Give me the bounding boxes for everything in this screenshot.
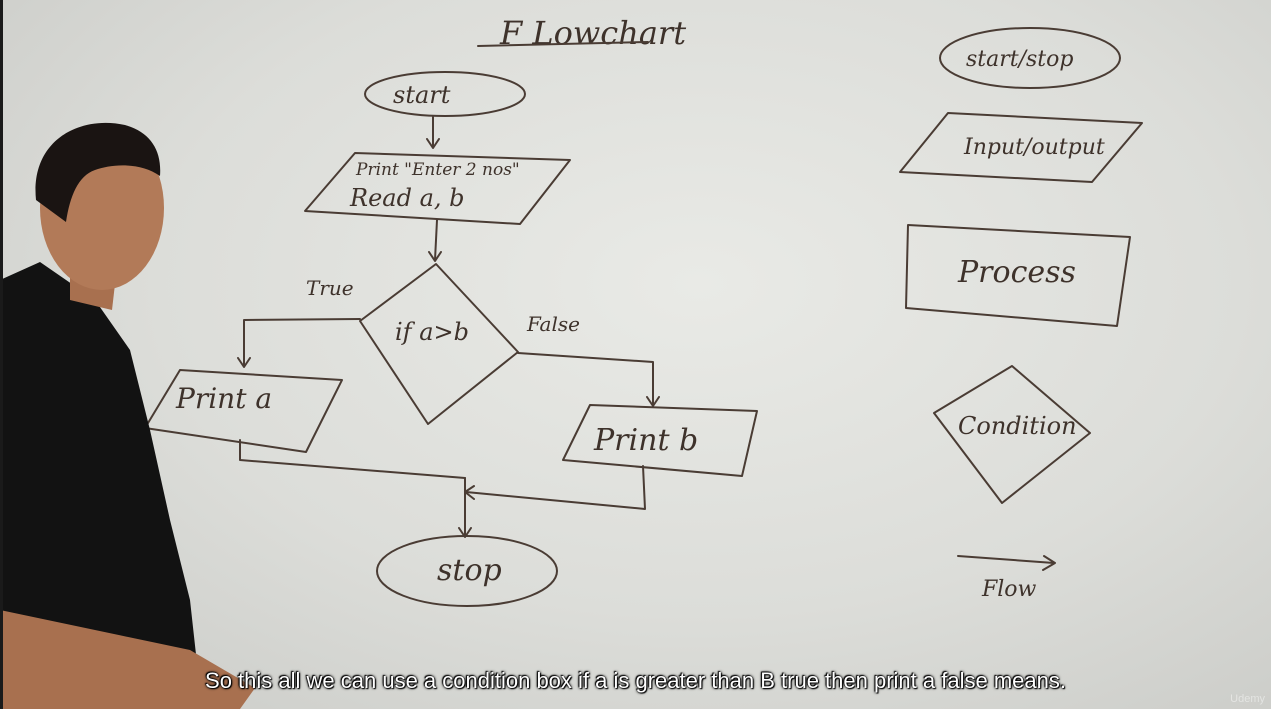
print-b-parallelogram <box>562 404 758 477</box>
input-line2: Read a, b <box>349 184 465 212</box>
presenter-arm <box>0 610 255 709</box>
input-line1: Print "Enter 2 nos" <box>355 160 520 180</box>
presenter-hair <box>35 122 161 222</box>
flow-merge-b <box>464 465 646 510</box>
flow-arrow-start-input <box>426 116 440 149</box>
print-a-label: Print a <box>175 382 272 415</box>
start-oval <box>364 71 526 117</box>
title-underline <box>477 41 649 47</box>
stop-oval <box>376 535 558 607</box>
legend-flow: Flow <box>981 577 1037 602</box>
video-subtitle: So this all we can use a condition box i… <box>205 668 1066 693</box>
print-a-parallelogram <box>144 369 343 453</box>
watermark-logo: Udemy <box>1230 693 1265 705</box>
legend-condition: Condition <box>958 412 1077 440</box>
false-label: False <box>526 312 580 336</box>
condition-label: if a>b <box>395 318 469 346</box>
flow-merge-a <box>239 439 466 479</box>
board-title: F Lowchart <box>499 14 686 52</box>
print-b-label: Print b <box>593 423 698 458</box>
legend-oval <box>939 27 1121 89</box>
input-parallelogram <box>304 152 571 225</box>
flow-arrow-stop <box>458 477 472 538</box>
legend-flow-arrow <box>957 555 1056 571</box>
presenter-body <box>0 262 202 709</box>
legend-start-stop: start/stop <box>966 47 1073 72</box>
true-label: True <box>306 276 354 300</box>
frame-edge <box>0 0 3 709</box>
flow-arrow-true <box>237 318 361 368</box>
presenter <box>0 122 255 709</box>
legend-input-output: Input/output <box>963 135 1105 160</box>
legend-rectangle <box>905 224 1131 327</box>
start-label: start <box>393 81 451 109</box>
legend-diamond <box>933 365 1091 504</box>
legend-process: Process <box>957 255 1076 290</box>
stop-label: stop <box>437 553 502 588</box>
flow-arrow-input-condition <box>428 219 442 262</box>
condition-diamond <box>359 263 519 425</box>
legend-parallelogram <box>899 112 1143 183</box>
flow-arrow-false <box>517 352 660 407</box>
